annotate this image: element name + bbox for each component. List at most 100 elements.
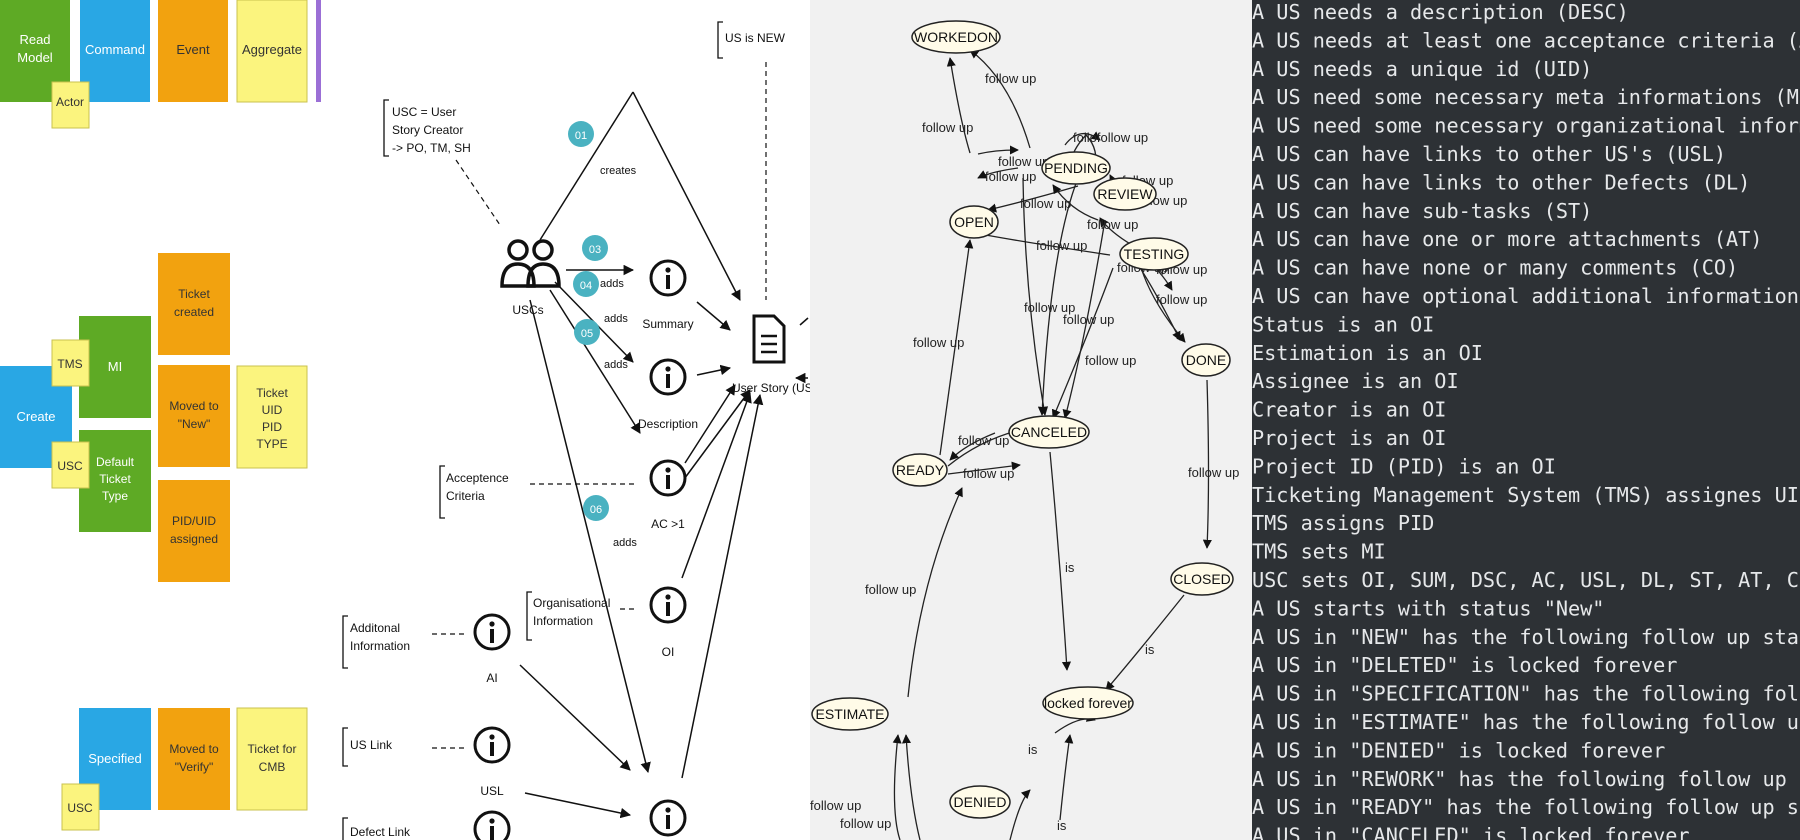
aggregate-ticket: Ticket UID PID TYPE: [236, 365, 308, 469]
note-usc-label-3: -> PO, TM, SH: [392, 141, 471, 155]
description-label: Description: [638, 417, 698, 431]
legend-read-model-label-1: Read: [19, 32, 50, 47]
rule-line: A US in "ESTIMATE" has the following fol…: [1252, 710, 1800, 734]
badge-04-label: 04: [580, 280, 592, 292]
us-link-label: US Link: [350, 738, 393, 752]
info-icon-summary: [649, 259, 687, 297]
rule-line: A US in "CANCELED" is locked forever: [1252, 824, 1690, 840]
state-review: REVIEW: [1093, 177, 1157, 211]
label-follow-up-2: follow up: [922, 120, 973, 135]
label-follofollow-up: follofollow up: [1073, 130, 1148, 145]
legend-read-model-label-2: Model: [17, 50, 53, 65]
state-workedon-label: WORKEDON: [914, 29, 998, 45]
actor-usc-2: USC: [61, 783, 100, 831]
rule-line: A US in "REWORK" has the following follo…: [1252, 767, 1800, 791]
state-canceled: CANCELED: [1008, 415, 1090, 449]
rule-line: A US in "NEW" has the following follow u…: [1252, 625, 1800, 649]
state-edges: [892, 49, 1212, 840]
rule-line: A US can have sub-tasks (ST): [1252, 199, 1592, 223]
event-ticket-created-label-1: Ticket: [178, 287, 210, 301]
label-follow-up-9: follow up: [1036, 238, 1087, 253]
actor-tms: TMS: [51, 339, 90, 387]
info-icon-oi: [649, 586, 687, 624]
label-follow-up-20: follow up: [865, 582, 916, 597]
aggregate-ticket-label-2: UID: [262, 403, 283, 417]
rule-line: Assignee is an OI: [1252, 369, 1459, 393]
state-graph-canvas: follow up follow up follow up follow up …: [810, 20, 1239, 840]
aggregate-ticket-for-cmb: Ticket for CMB: [236, 707, 308, 811]
acceptance-label-2: Criteria: [446, 489, 485, 503]
state-denied: DENIED: [949, 785, 1011, 819]
rule-line: TMS assigns PID: [1252, 511, 1434, 535]
rule-line: A US in "DELETED" is locked forever: [1252, 653, 1677, 677]
legend-event-label: Event: [176, 42, 210, 57]
state-closed: CLOSED: [1170, 562, 1234, 596]
state-done: DONE: [1181, 343, 1231, 377]
note-us-is-new: US is NEW: [717, 21, 786, 300]
event-moved-verify-label-1: Moved to: [169, 742, 219, 756]
note-organisational-info: Organisational Information: [526, 591, 610, 641]
label-follow-up-13: follow up: [1024, 300, 1075, 315]
badge-04: 04: [573, 271, 599, 297]
rule-line: A US starts with status "New": [1252, 596, 1604, 620]
rule-line: A US in "SPECIFICATION" has the followin…: [1252, 682, 1800, 706]
label-follow-up-3: follow up: [998, 154, 1049, 169]
rule-line: A US need some necessary meta informatio…: [1252, 85, 1800, 109]
summary-label: Summary: [642, 317, 693, 331]
rule-line: A US needs a description (DESC): [1252, 0, 1629, 24]
state-locked-label: locked forever: [1044, 695, 1132, 711]
state-review-label: REVIEW: [1097, 186, 1153, 202]
rule-line: Project is an OI: [1252, 426, 1446, 450]
badge-06: 06: [583, 495, 609, 521]
badge-05: 05: [574, 319, 600, 345]
state-locked-forever: locked forever: [1042, 686, 1134, 720]
readmodel-default-label-1: Default: [96, 455, 135, 469]
legend-actor: Actor: [51, 81, 90, 129]
actor-tms-label: TMS: [57, 357, 82, 371]
rule-line: A US need some necessary organizational …: [1252, 114, 1800, 138]
legend-actor-label: Actor: [56, 95, 84, 109]
aggregate-cmb-label-1: Ticket for: [248, 742, 297, 756]
rule-line: A US in "DENIED" is locked forever: [1252, 738, 1665, 762]
badge-03-label: 03: [589, 244, 601, 256]
status-state-graph: follow up follow up follow up follow up …: [810, 0, 1252, 840]
users-icon: [500, 239, 561, 288]
label-follow-up-8: follow up: [1087, 217, 1138, 232]
info-icon-defect-link: [473, 810, 511, 840]
note-usc-definition: USC = User Story Creator -> PO, TM, SH: [383, 99, 501, 226]
event-moved-new-label-1: Moved to: [169, 399, 219, 413]
readmodel-default-label-2: Ticket: [99, 472, 131, 486]
state-testing-label: TESTING: [1124, 246, 1185, 262]
ai-label: AI: [486, 671, 497, 685]
label-follow-up-17: follow up: [958, 433, 1009, 448]
info-icon-ai: [473, 613, 511, 651]
actor-usc-2-label: USC: [67, 801, 93, 815]
rule-line: A US can have optional additional inform…: [1252, 284, 1800, 308]
legend-aggregate: Aggregate: [236, 0, 308, 103]
event-pid-uid-assigned: PID/UID assigned: [158, 480, 230, 582]
state-estimate-label: ESTIMATE: [816, 706, 885, 722]
label-follow-up-22: follow up: [840, 816, 891, 831]
edge-label-adds-4: adds: [613, 537, 637, 549]
rule-line: Ticketing Management System (TMS) assign…: [1252, 483, 1800, 507]
edge-label-adds-2: adds: [604, 313, 628, 325]
rule-line: A US can have one or more attachments (A…: [1252, 227, 1762, 251]
note-usc-label-2: Story Creator: [392, 123, 463, 137]
label-follow-up-12: follow up: [1156, 292, 1207, 307]
actor-uscs-label: USCs: [512, 303, 543, 317]
label-is-2: is: [1145, 642, 1155, 657]
legend-read-model: Read Model: [0, 0, 70, 102]
event-pid-uid-label-1: PID/UID: [172, 514, 216, 528]
label-follow-up-16: follow up: [1085, 353, 1136, 368]
info-icon-description: [649, 358, 687, 396]
state-canceled-label: CANCELED: [1011, 424, 1087, 440]
model-edges: [519, 91, 764, 819]
readmodel-mi: MI: [79, 316, 151, 418]
label-follow-up-18: follow up: [963, 466, 1014, 481]
state-done-label: DONE: [1186, 352, 1226, 368]
add-info-label-2: Information: [350, 639, 410, 653]
aggregate-cmb-label-2: CMB: [259, 760, 286, 774]
oi-label: OI: [662, 645, 675, 659]
aggregate-ticket-label-1: Ticket: [256, 386, 288, 400]
